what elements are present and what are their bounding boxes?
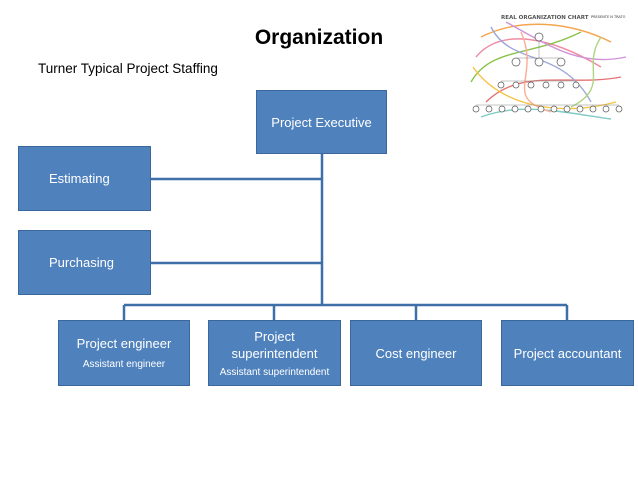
thumbnail-badge: PRESENTE N TRATO xyxy=(591,15,626,19)
node-project-accountant: Project accountant xyxy=(501,320,634,386)
node-label: Cost engineer xyxy=(375,345,457,361)
node-label: Project accountant xyxy=(513,345,622,361)
node-label: Project engineer xyxy=(76,336,172,351)
node-sublabel: Assistant superintendent xyxy=(219,367,330,378)
thumbnail-hierarchy-lines xyxy=(476,41,619,106)
page-subtitle: Turner Typical Project Staffing xyxy=(38,61,218,76)
node-label: Purchasing xyxy=(49,255,115,270)
thumbnail-title: REAL ORGANIZATION CHART xyxy=(501,15,589,21)
node-purchasing: Purchasing xyxy=(18,230,151,295)
thumbnail-people xyxy=(472,32,623,113)
page-title: Organization xyxy=(254,26,384,49)
node-label: Project superintendent xyxy=(231,329,318,361)
node-label: Estimating xyxy=(49,171,110,186)
node-cost-engineer: Cost engineer xyxy=(350,320,482,386)
node-label: Project Executive xyxy=(271,114,372,130)
thumbnail-tangled-arrows xyxy=(470,21,627,120)
node-project-executive: Project Executive xyxy=(256,90,387,154)
node-sublabel: Assistant engineer xyxy=(82,359,166,370)
real-org-chart-thumbnail: REAL ORGANIZATION CHART PRESENTE N TRATO xyxy=(461,7,633,131)
node-project-superintendent: Project superintendent Assistant superin… xyxy=(208,320,341,386)
node-estimating: Estimating xyxy=(18,146,151,211)
node-project-engineer: Project engineer Assistant engineer xyxy=(58,320,190,386)
